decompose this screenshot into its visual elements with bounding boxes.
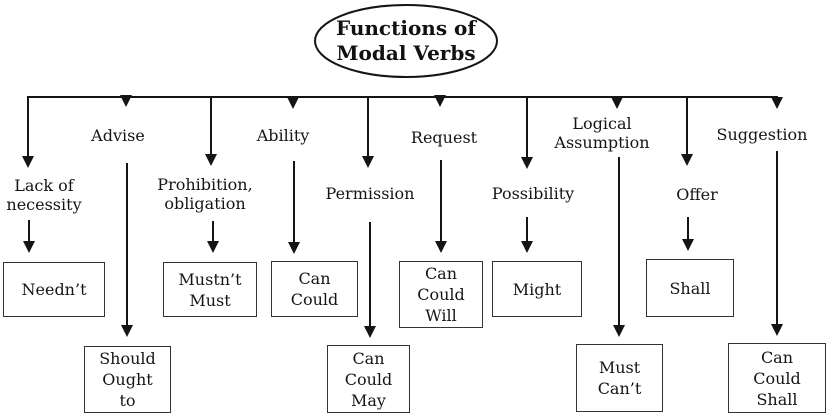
root-node-title: Functions of Modal Verbs	[336, 16, 476, 65]
category-label-ability: Ability	[256, 126, 310, 145]
verbs-box-suggestion: Can Could Shall	[728, 343, 826, 413]
verbs-box-request: Can Could Will	[399, 261, 483, 328]
category-label-offer: Offer	[676, 185, 718, 204]
category-label-possibility: Possibility	[491, 184, 575, 203]
root-node-ellipse	[314, 4, 498, 78]
verbs-box-ability: Can Could	[271, 261, 358, 317]
category-label-lack-of-necessity: Lack of necessity	[6, 176, 82, 214]
category-label-request: Request	[410, 128, 478, 147]
verbs-box-offer: Shall	[646, 259, 734, 317]
verbs-box-advise: Should Ought to	[84, 346, 171, 413]
verbs-box-possibility: Might	[492, 261, 582, 317]
verbs-box-permission: Can Could May	[327, 345, 410, 413]
category-label-suggestion: Suggestion	[716, 125, 808, 144]
category-label-prohibition-obligation: Prohibition, obligation	[157, 175, 253, 213]
category-label-permission: Permission	[325, 184, 415, 203]
verbs-box-lack-of-necessity: Needn’t	[3, 262, 105, 317]
category-label-logical-assumption: Logical Assumption	[554, 114, 650, 152]
verbs-box-logical-assumption: Must Can’t	[576, 344, 663, 412]
verbs-box-prohibition-obligation: Mustn’t Must	[163, 262, 257, 317]
category-label-advise: Advise	[91, 126, 145, 145]
